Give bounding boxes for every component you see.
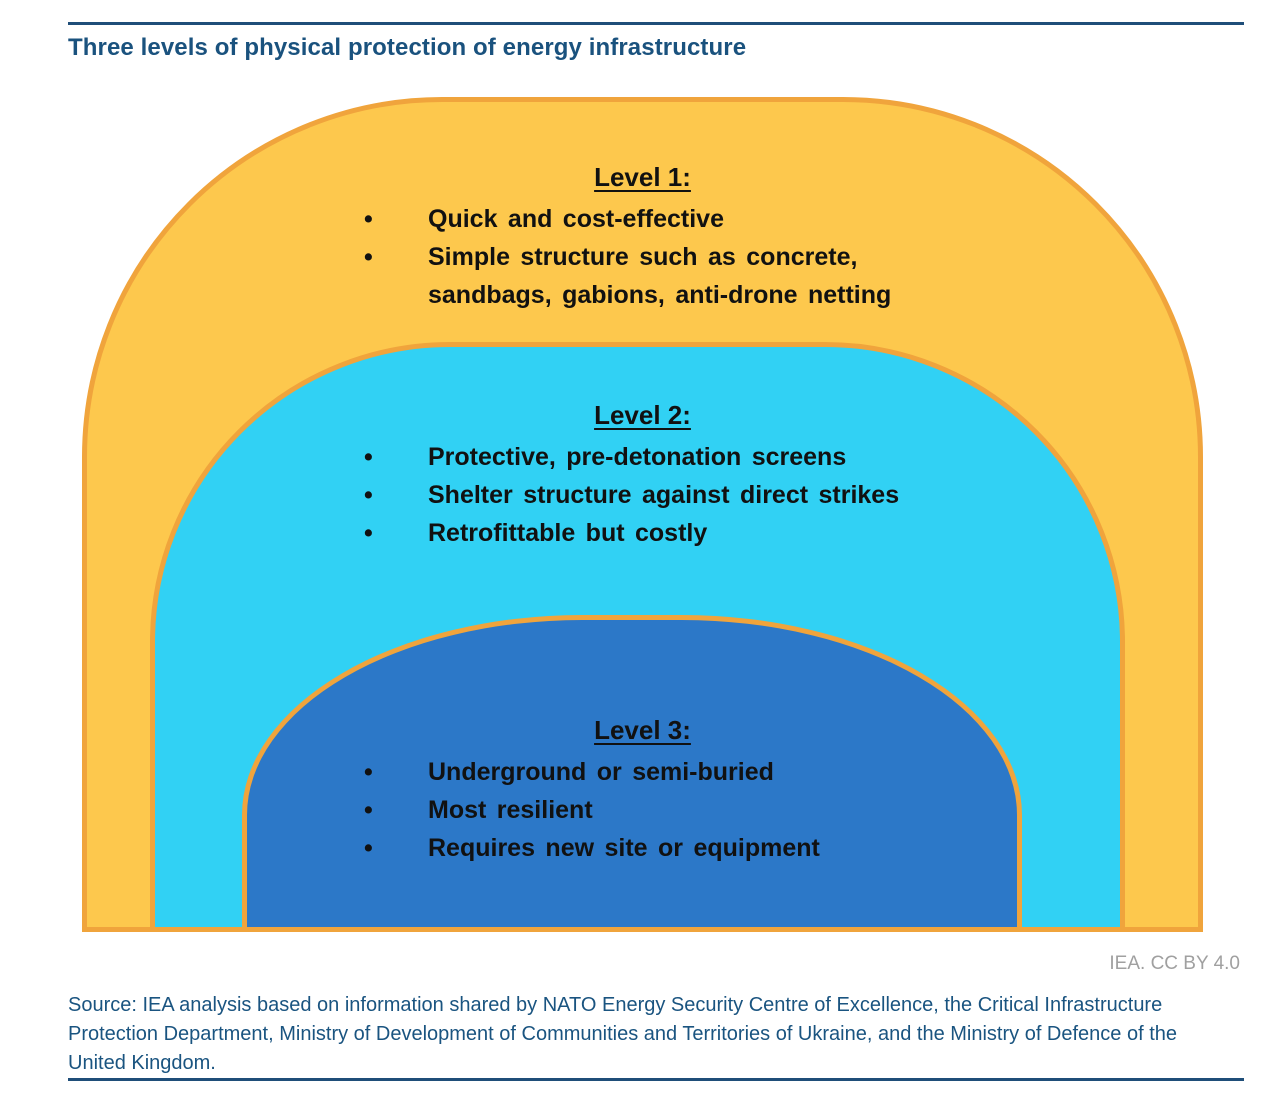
level3-bullet-item: Underground or semi-buried — [350, 753, 935, 791]
level3-bullet-list: Underground or semi-buried Most resilien… — [350, 753, 935, 867]
level3-heading: Level 3: — [594, 715, 691, 745]
license-credit: IEA. CC BY 4.0 — [1109, 953, 1240, 974]
level2-bullet-item: Retrofittable but costly — [350, 514, 935, 552]
level2-bullet-item: Protective, pre-detonation screens — [350, 438, 935, 476]
level2-bullet-item: Shelter structure against direct strikes — [350, 476, 935, 514]
level3-text-block: Level 3: Underground or semi-buried Most… — [350, 713, 935, 867]
level1-bullet-item: Quick and cost-effective — [350, 200, 935, 238]
page-title: Three levels of physical protection of e… — [68, 34, 747, 61]
source-note: Source: IEA analysis based on informatio… — [68, 994, 1178, 1074]
level2-text-block: Level 2: Protective, pre-detonation scre… — [350, 398, 935, 552]
level2-heading: Level 2: — [594, 400, 691, 430]
level3-bullet-item: Most resilient — [350, 791, 935, 829]
level1-heading: Level 1: — [594, 162, 691, 192]
top-divider — [68, 22, 1244, 25]
level2-bullet-list: Protective, pre-detonation screens Shelt… — [350, 438, 935, 552]
level3-bullet-item: Requires new site or equipment — [350, 829, 935, 867]
level1-bullet-list: Quick and cost-effective Simple structur… — [350, 200, 935, 314]
bottom-divider — [68, 1078, 1244, 1081]
level1-bullet-item: Simple structure such as concrete, sandb… — [350, 238, 935, 314]
level1-text-block: Level 1: Quick and cost-effective Simple… — [350, 160, 935, 314]
